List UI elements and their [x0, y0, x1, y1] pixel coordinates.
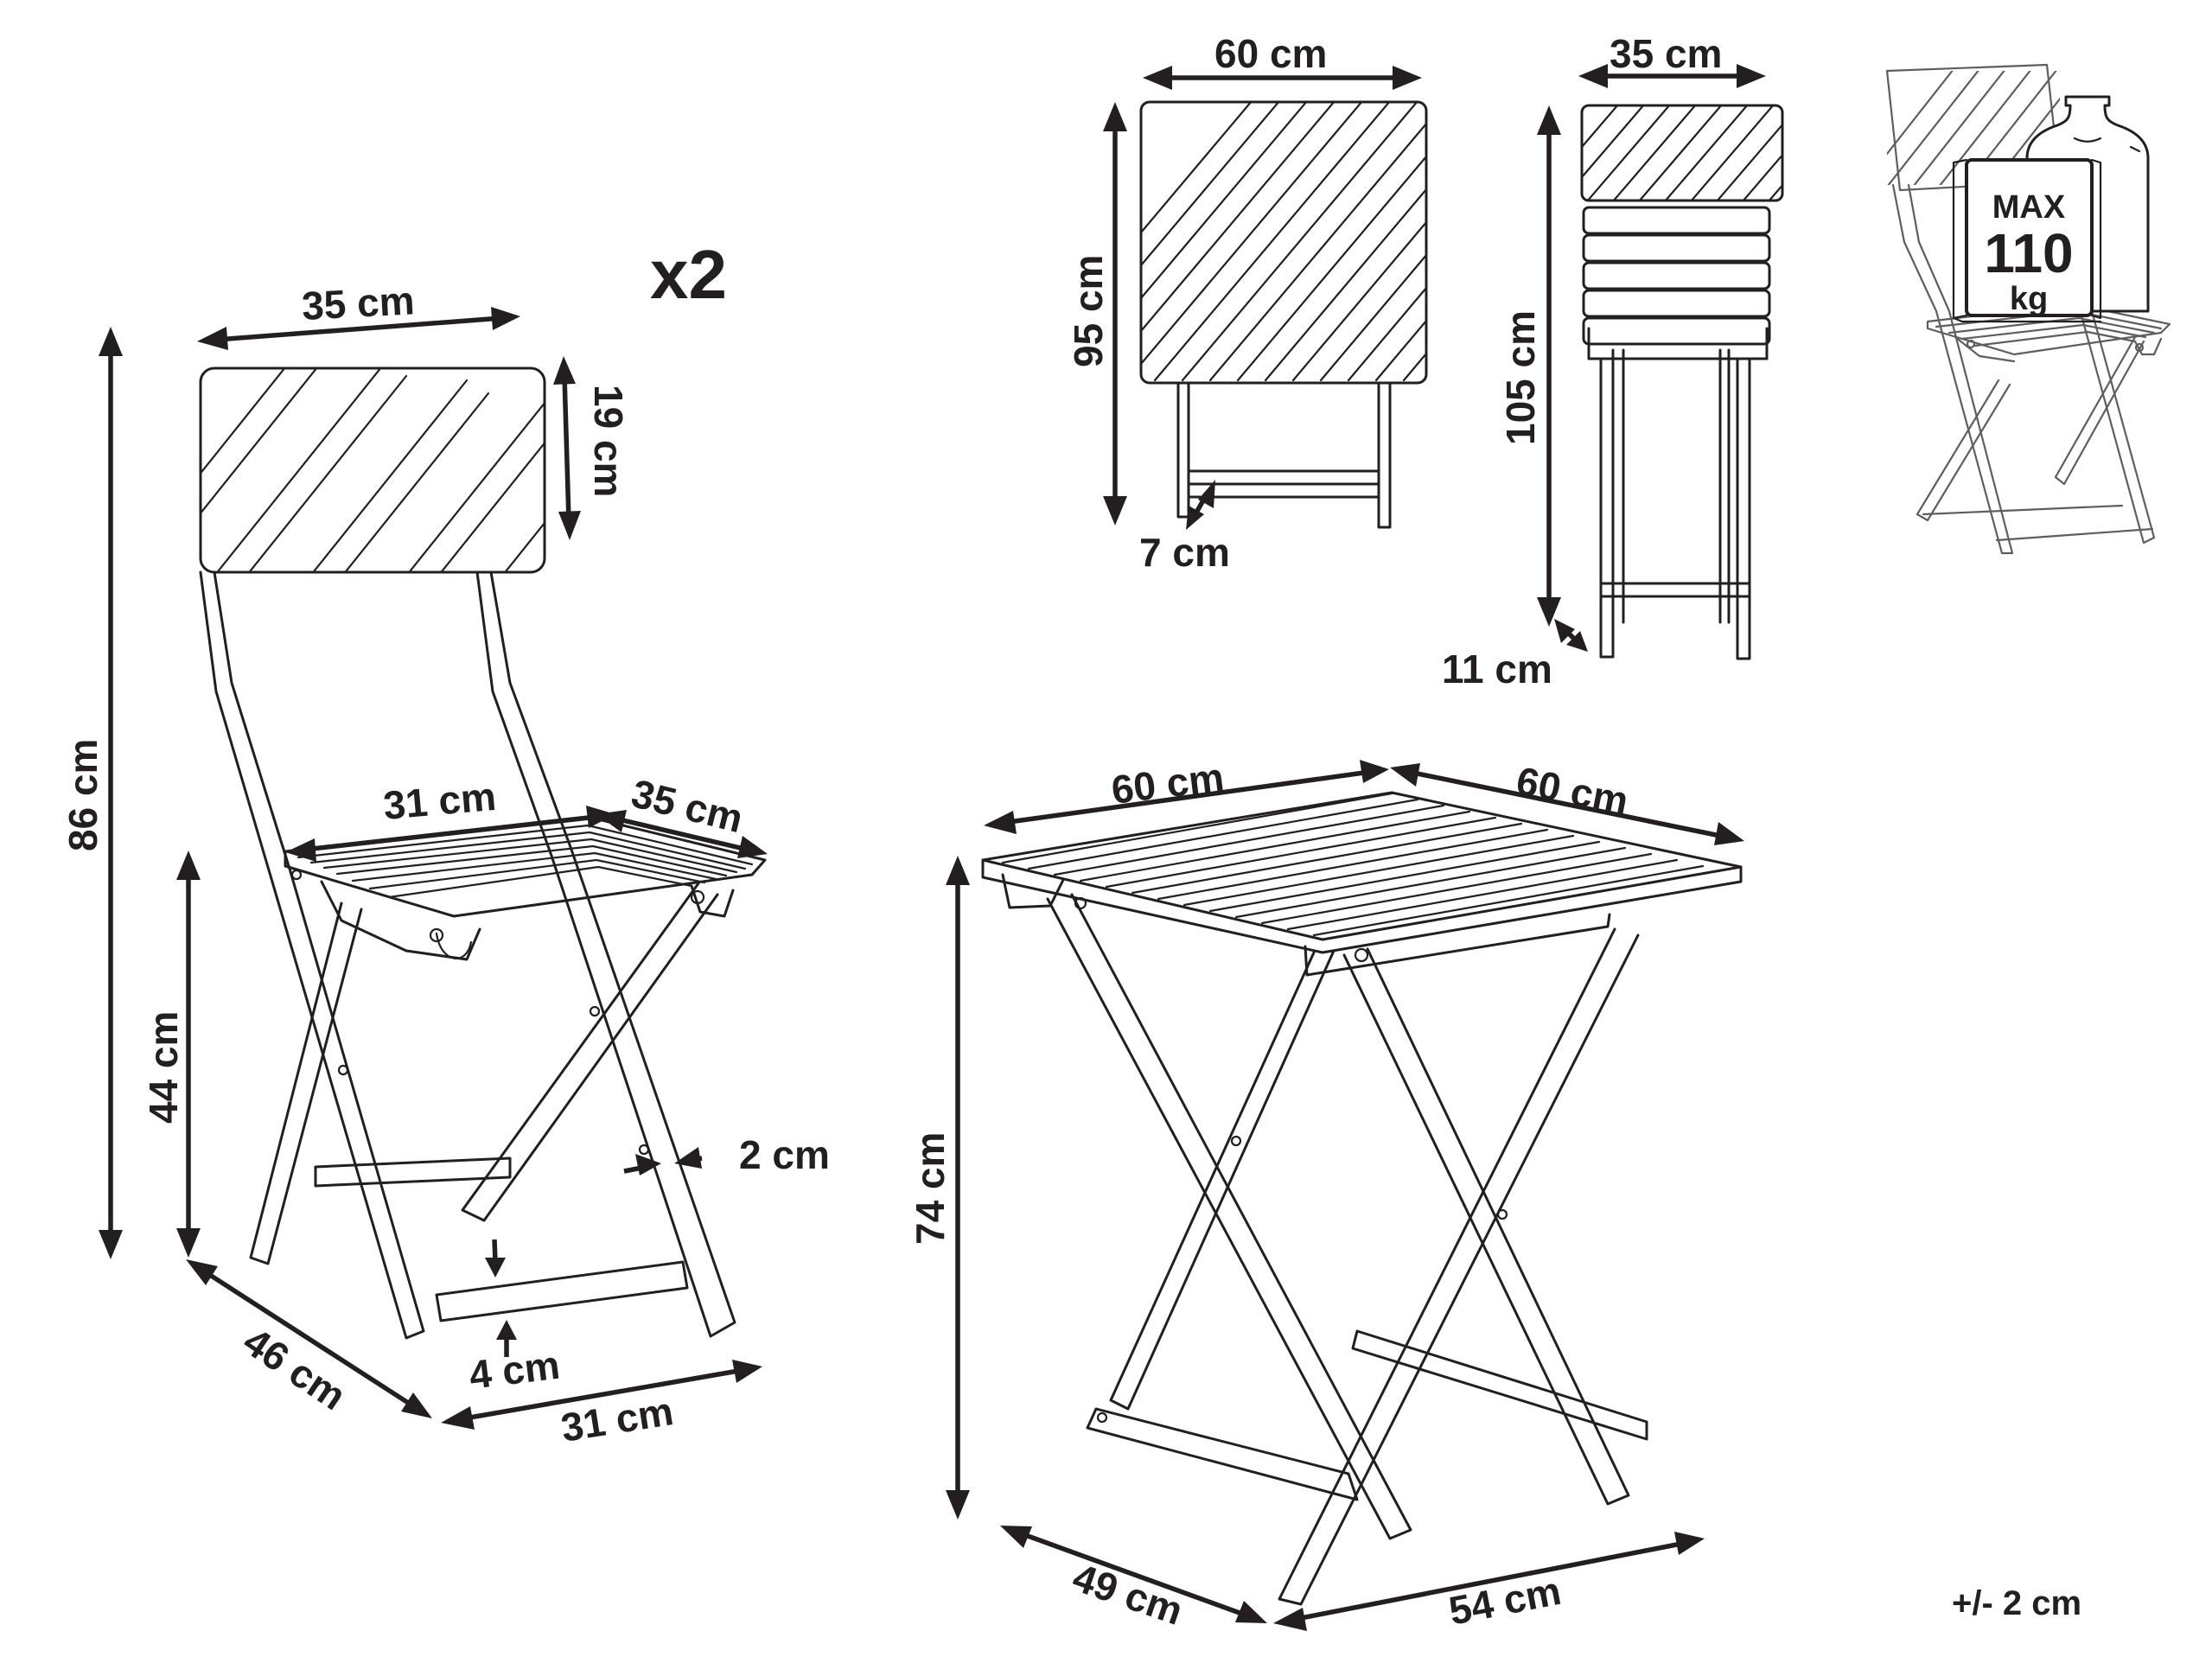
table-base-depth-label: 49 cm — [1068, 1554, 1189, 1634]
chair-drawing — [199, 366, 767, 1340]
folded-chair-height-label: 105 cm — [1498, 310, 1543, 445]
table-top-width-label: 60 cm — [1109, 754, 1227, 812]
chair-base-depth-label: 46 cm — [235, 1318, 354, 1418]
chair-seat-height-label: 44 cm — [141, 1011, 186, 1124]
quantity-label: x2 — [650, 236, 727, 313]
table-dimension-lines — [946, 760, 1744, 1631]
load-max-text: MAX — [1992, 189, 2066, 226]
table-top-depth-label: 60 cm — [1513, 758, 1632, 824]
chair-total-height-label: 86 cm — [61, 739, 105, 851]
chair-backrest-width-label: 35 cm — [301, 277, 416, 328]
chair-leg-thickness-label: 2 cm — [739, 1132, 830, 1177]
folded-table-dimension-lines — [1103, 66, 1422, 530]
table-height-label: 74 cm — [908, 1132, 953, 1245]
table-drawing — [981, 791, 1743, 1606]
load-unit-text: kg — [2010, 281, 2048, 317]
chair-dimension-lines — [99, 307, 768, 1430]
chair-seat-width-label: 31 cm — [381, 774, 497, 828]
table-base-width-label: 54 cm — [1445, 1568, 1565, 1634]
folded-table-drawing — [1139, 100, 1428, 529]
folded-chair-thickness-label: 11 cm — [1442, 647, 1552, 691]
folded-table-thickness-label: 7 cm — [1139, 530, 1230, 575]
load-value-text: 110 — [1984, 222, 2073, 284]
folded-chair-dimension-lines — [1537, 64, 1766, 652]
folded-chair-slats — [1582, 206, 1771, 346]
weight-badge-icon — [1952, 95, 2150, 323]
folded-chair-width-label: 35 cm — [1610, 31, 1722, 76]
folded-table-width-label: 60 cm — [1214, 31, 1327, 76]
chair-stretcher-height-label: 4 cm — [467, 1342, 562, 1398]
tolerance-note: +/- 2 cm — [1952, 1584, 2081, 1622]
folded-table-height-label: 95 cm — [1066, 255, 1111, 367]
folded-chair-drawing — [1580, 104, 1784, 660]
chair-backrest-height-label: 19 cm — [586, 385, 631, 497]
